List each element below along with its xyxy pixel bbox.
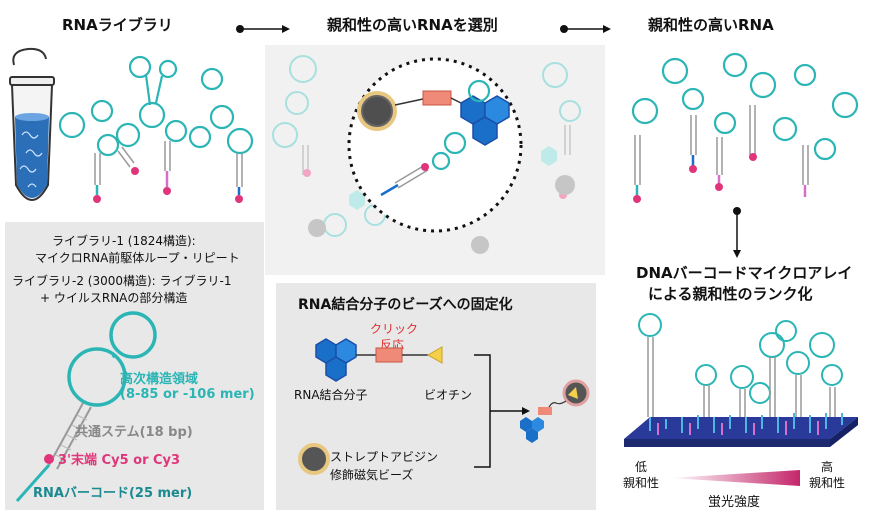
selection-illustration <box>265 45 605 275</box>
binder-molecule-icon <box>460 95 510 146</box>
step1-title: RNAライブラリ <box>62 16 173 34</box>
click-linker-icon <box>422 90 452 106</box>
library1-desc: マイクロRNA前駆体ループ・リピート <box>35 251 240 265</box>
biotin-icon <box>426 346 443 364</box>
library2-title: ライブラリ-2 (3000構造): ライブラリ-1 <box>12 274 232 288</box>
fluorescence-axis-label: 蛍光強度 <box>708 495 761 510</box>
binder-molecule-icon-2 <box>315 338 357 382</box>
step3-title: 親和性の高いRNA <box>648 16 774 34</box>
microarray-plate <box>624 417 858 439</box>
biotin-label: ビオチン <box>424 388 473 402</box>
result-complex-icon <box>520 379 590 443</box>
microarray-title-1: DNAバーコードマイクロアレイ <box>636 264 853 282</box>
arrow-2 <box>560 25 611 33</box>
label-region: 高次構造領域 <box>120 372 199 387</box>
high-affinity-label-1: 高 <box>821 460 834 474</box>
rna-structure-diagram <box>15 311 157 502</box>
label-region-size: (8-85 or -106 mer) <box>120 387 255 402</box>
low-affinity-label-1: 低 <box>635 460 648 474</box>
bead-icon-2 <box>298 443 330 475</box>
intensity-gradient <box>670 470 800 486</box>
molecule-label: RNA結合分子 <box>294 388 368 402</box>
microarray-title-2: による親和性のランク化 <box>648 285 813 303</box>
label-stem: 共通ステム(18 bp) <box>75 425 193 440</box>
tube-icon <box>9 47 55 201</box>
bead-label-1: ストレプトアビジン <box>330 450 439 464</box>
arrow-3-line <box>733 210 741 258</box>
high-affinity-illustration <box>631 52 859 215</box>
bead-panel-title: RNA結合分子のビーズへの固定化 <box>298 297 513 313</box>
selection-circle <box>347 57 523 233</box>
step2-title: 親和性の高いRNAを選別 <box>327 16 498 34</box>
arrow-1 <box>236 25 290 33</box>
bead-label-2: 修飾磁気ビーズ <box>330 468 414 482</box>
label-end: 3'末端 Cy5 or Cy3 <box>58 453 181 468</box>
label-barcode: RNAバーコード(25 mer) <box>33 486 193 501</box>
click-linker-icon-2 <box>375 347 403 363</box>
microarray-illustration <box>624 313 858 447</box>
low-affinity-label-2: 親和性 <box>623 476 660 490</box>
rna-library-illustration <box>9 47 254 203</box>
header-arrows <box>236 25 611 33</box>
library1-title: ライブラリ-1 (1824構造): <box>52 234 196 248</box>
high-affinity-label-2: 親和性 <box>809 476 846 490</box>
bead-panel-illustration <box>298 338 590 475</box>
click-label-1: クリック <box>370 322 419 336</box>
bead-panel <box>276 283 596 510</box>
library2-desc: + ウイルスRNAの部分構造 <box>40 291 188 305</box>
